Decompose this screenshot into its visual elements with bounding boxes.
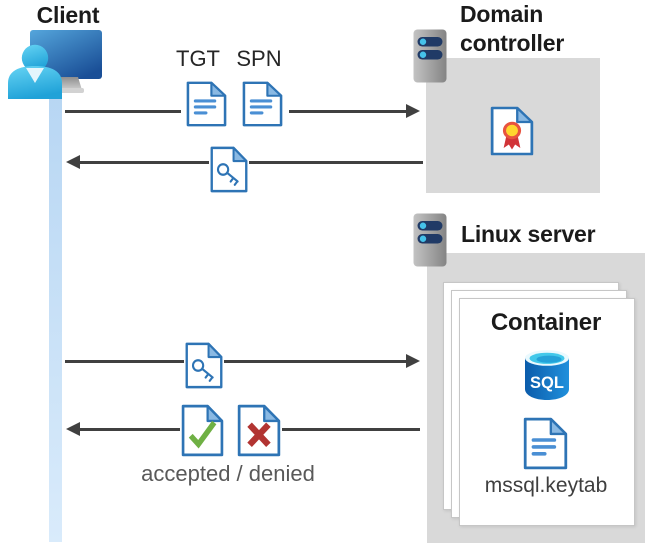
flow1-line bbox=[289, 110, 408, 113]
client-computer-user-icon bbox=[6, 27, 110, 99]
flow2-line bbox=[249, 161, 423, 164]
flow1-arrowhead-right bbox=[406, 104, 420, 118]
tgt-label: TGT bbox=[176, 46, 220, 71]
spn-document-icon bbox=[241, 81, 284, 127]
denied-cross-document-icon bbox=[236, 404, 282, 457]
linux-server-label: Linux server bbox=[461, 221, 596, 247]
flow2-line bbox=[80, 161, 209, 164]
domain-controller-server-icon bbox=[412, 28, 448, 84]
ticket-key-document-icon bbox=[209, 146, 249, 193]
flow3-line bbox=[65, 360, 184, 363]
accepted-denied-label: accepted / denied bbox=[141, 461, 315, 486]
client-lifeline bbox=[49, 88, 62, 542]
client-label: Client bbox=[36, 2, 100, 28]
keytab-document-icon bbox=[522, 417, 569, 470]
flow1-line bbox=[65, 110, 181, 113]
ticket-key-document-icon bbox=[184, 342, 224, 389]
container-label: Container bbox=[490, 309, 602, 336]
spn-label: SPN bbox=[236, 46, 282, 71]
flow4-line bbox=[80, 428, 180, 431]
sql-database-icon: SQL bbox=[522, 348, 572, 401]
tgt-document-icon bbox=[185, 81, 228, 127]
container-page-front bbox=[459, 298, 635, 526]
linux-server-server-icon bbox=[412, 212, 448, 268]
flow3-line bbox=[224, 360, 407, 363]
flow2-arrowhead-left bbox=[66, 155, 80, 169]
flow4-arrowhead-left bbox=[66, 422, 80, 436]
domain-controller-label: Domain controller bbox=[460, 1, 565, 56]
flow4-line bbox=[282, 428, 420, 431]
accepted-check-document-icon bbox=[180, 404, 225, 457]
flow3-arrowhead-right bbox=[406, 354, 420, 368]
certificate-document-icon bbox=[489, 106, 535, 156]
sql-badge-text: SQL bbox=[530, 374, 564, 392]
keytab-label: mssql.keytab bbox=[484, 474, 608, 497]
